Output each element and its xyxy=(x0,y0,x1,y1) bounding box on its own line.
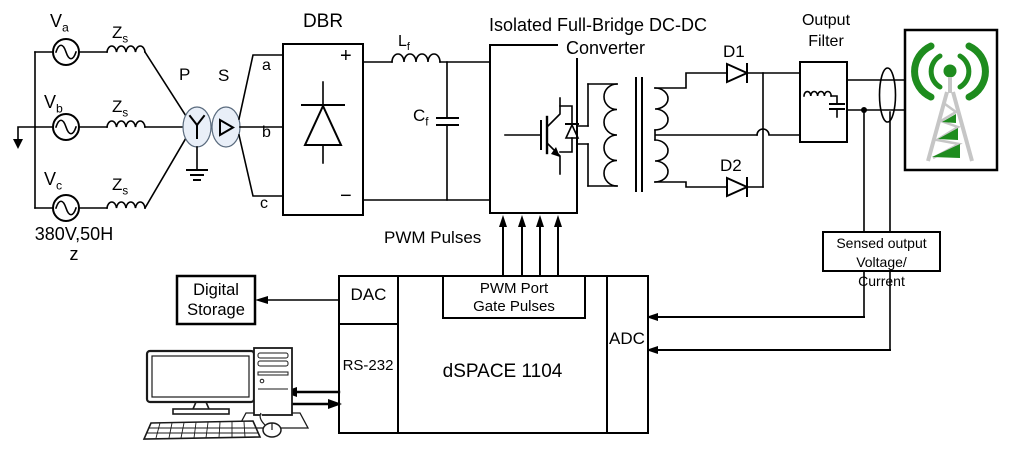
neutral-arrow-icon xyxy=(13,139,23,149)
antenna-dot-icon xyxy=(943,64,957,78)
dac-arrow xyxy=(175,274,340,326)
wye-symbol-icon xyxy=(188,114,206,139)
filter-inductor-icon xyxy=(803,90,833,97)
sensed-box xyxy=(822,231,941,272)
radio-wave-icon xyxy=(957,53,972,90)
dc-link-filter xyxy=(362,53,491,201)
zs-inductor-icon xyxy=(106,45,146,53)
core-icon xyxy=(635,77,643,192)
converter-title-line2: Converter xyxy=(558,38,653,59)
zs-inductor-icon xyxy=(106,201,146,209)
secondary-label: S xyxy=(218,66,230,85)
terminal-a-label: a xyxy=(262,57,271,74)
adc-label: ADC xyxy=(609,329,645,348)
terminal-b-label: b xyxy=(262,124,271,141)
secondary-coil-top-icon xyxy=(654,87,669,131)
zs-a-label: Zs xyxy=(112,23,129,46)
dbr-plus-label: + xyxy=(340,45,352,67)
dbr-title: DBR xyxy=(302,11,344,32)
secondary-winding-icon xyxy=(211,106,241,148)
output-filter-block xyxy=(799,61,906,351)
terminal-c-label: c xyxy=(260,195,268,212)
rectifier-diodes xyxy=(726,62,801,198)
dbr-minus-label: − xyxy=(340,185,352,207)
secondary-coil-bottom-icon xyxy=(654,139,669,183)
cable-icon xyxy=(878,67,897,123)
primary-label: P xyxy=(179,65,191,84)
phase-a-label: Va xyxy=(50,11,69,35)
phase-c-label: Vc xyxy=(44,169,63,193)
d1-label: D1 xyxy=(723,42,745,61)
radio-wave-icon xyxy=(911,42,935,101)
digital-storage-box xyxy=(175,274,257,326)
monitor-base xyxy=(172,408,230,415)
three-phase-source xyxy=(13,38,188,222)
pwm-pulses-label: PWM Pulses xyxy=(384,228,482,247)
computer xyxy=(142,347,310,440)
rs232-label: RS-232 xyxy=(342,357,394,374)
pwm-port-box xyxy=(442,275,586,319)
lf-label: Lf xyxy=(398,33,410,54)
igbt-icon xyxy=(504,97,580,175)
d1-diode-icon xyxy=(726,62,750,84)
hf-transformer xyxy=(576,72,801,192)
sense-lines xyxy=(646,231,941,354)
tower-mast-icon xyxy=(926,77,974,162)
filter-capacitor-icon xyxy=(829,103,845,110)
telecom-tower xyxy=(903,28,999,172)
lf-inductor-icon xyxy=(391,53,441,63)
radio-wave-icon xyxy=(965,42,989,101)
delta-symbol-icon xyxy=(219,118,236,137)
zs-inductor-icon xyxy=(106,120,146,128)
keyboard-icon xyxy=(142,420,262,440)
d2-diode-icon xyxy=(726,176,750,198)
cf-label: Cf xyxy=(413,106,429,129)
d2-label: D2 xyxy=(720,156,742,175)
primary-coil-icon xyxy=(603,83,618,187)
dbr-block xyxy=(282,43,364,216)
ground-icon xyxy=(186,169,208,181)
cf-capacitor-icon xyxy=(436,117,459,126)
zs-c-label: Zs xyxy=(112,175,129,198)
zs-b-label: Zs xyxy=(112,97,129,120)
pwm-arrows xyxy=(499,215,562,277)
converter-title-line1: Isolated Full-Bridge DC-DC xyxy=(488,15,708,35)
radio-wave-icon xyxy=(928,53,943,90)
input-transformer xyxy=(182,54,284,197)
fullbridge-converter-block xyxy=(489,44,580,214)
dspace-block xyxy=(338,275,649,434)
dac-label: DAC xyxy=(350,285,387,304)
dspace-label: dSPACE 1104 xyxy=(442,361,563,382)
phase-b-label: Vb xyxy=(44,92,63,116)
